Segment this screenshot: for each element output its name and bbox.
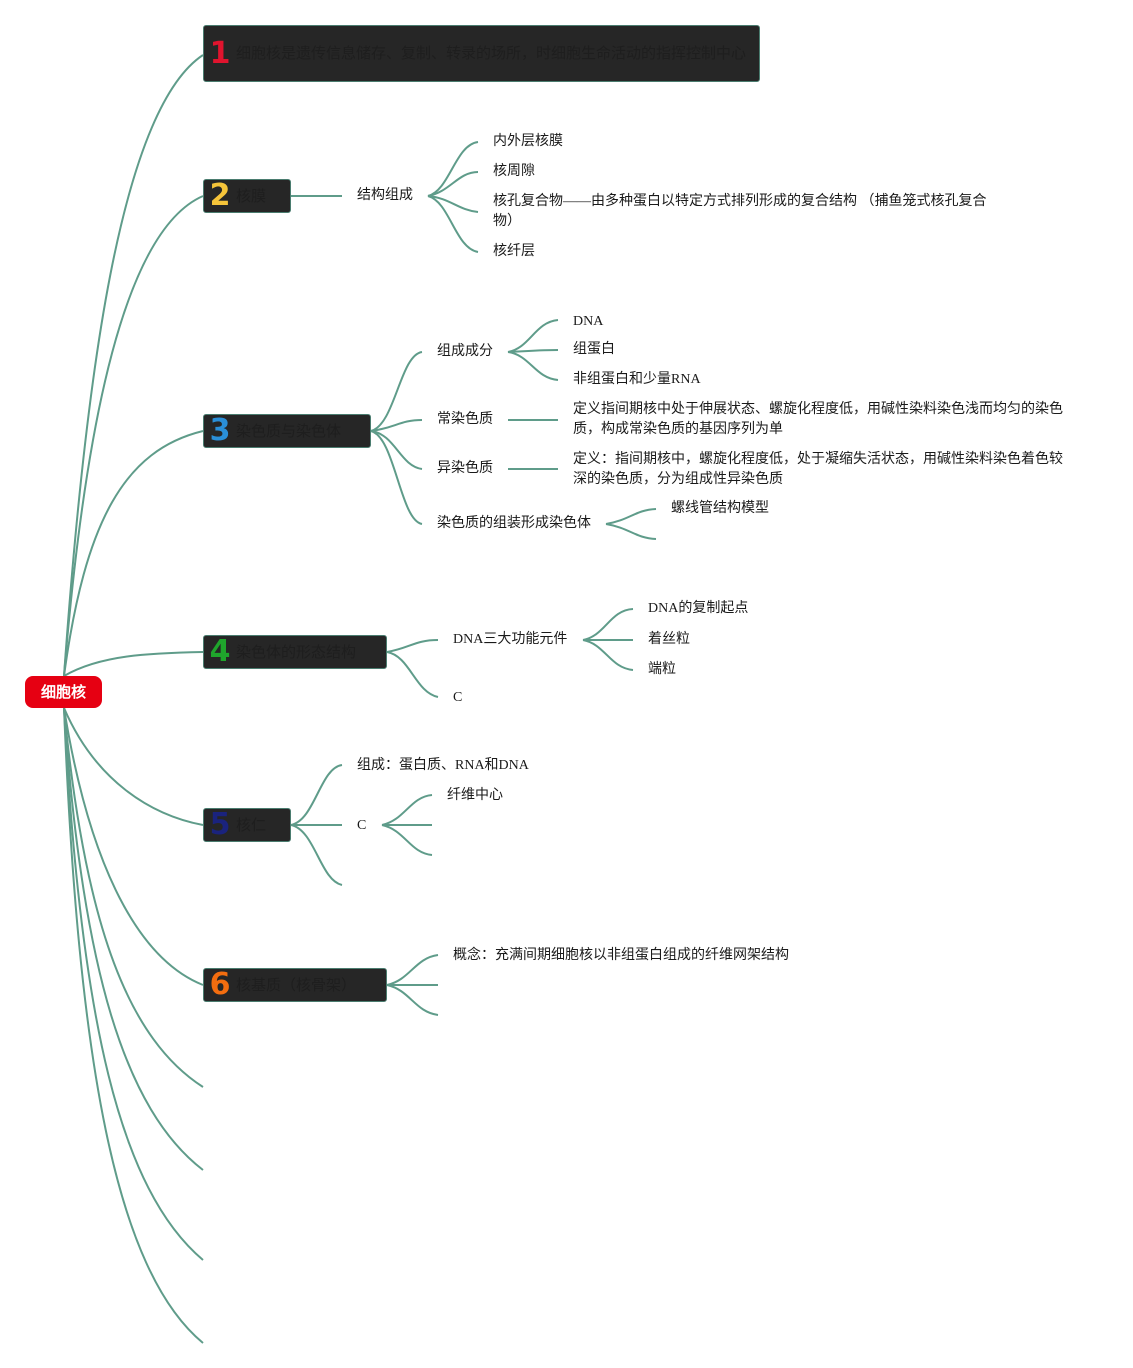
topic-2-label: 核膜 — [236, 186, 267, 205]
heterochromatin-node[interactable]: 异染色质 — [437, 461, 493, 476]
membrane-item[interactable]: 核周隙 — [493, 164, 535, 179]
root-link-1 — [63, 54, 204, 677]
components-node[interactable]: 组成成分 — [437, 344, 493, 359]
functional-elements-node[interactable]: DNA三大功能元件 — [453, 632, 568, 647]
component-item[interactable]: 组蛋白 — [573, 342, 615, 357]
topic-1-node[interactable]: 1 细胞核是遗传信息储存、复制、转录的场所，时细胞生命活动的指挥控制中心 — [203, 25, 760, 82]
assembly-node[interactable]: 染色质的组装形成染色体 — [437, 516, 591, 531]
structure-composition-node[interactable]: 结构组成 — [357, 188, 413, 203]
topic-2-node[interactable]: 2 核膜 — [203, 179, 291, 213]
nucleolus-item[interactable]: 纤维中心 — [447, 788, 503, 803]
euchromatin-node[interactable]: 常染色质 — [437, 412, 493, 427]
root-link-6 — [63, 707, 204, 986]
root-node[interactable]: 细胞核 — [25, 676, 102, 708]
element-item[interactable]: 着丝粒 — [648, 632, 690, 647]
root-link-7 — [63, 707, 204, 1088]
root-link-10 — [63, 707, 204, 1344]
root-link-4 — [63, 651, 204, 677]
element-item[interactable]: DNA的复制起点 — [648, 601, 749, 616]
topic-3-node[interactable]: 3 染色质与染色体 — [203, 414, 371, 448]
topic-4-label: 染色体的形态结构 — [236, 642, 357, 661]
root-link-9 — [63, 707, 204, 1261]
nucleolus-composition[interactable]: 组成：蛋白质、RNA和DNA — [357, 758, 529, 773]
euchromatin-definition[interactable]: 定义指间期核中处于伸展状态、螺旋化程度低，用碱性染料染色浅而均匀的染色质，构成常… — [573, 402, 1063, 437]
root-link-8 — [63, 707, 204, 1171]
root-link-2 — [63, 195, 204, 677]
number-2-badge: 2 — [209, 178, 231, 213]
element-item[interactable]: 端粒 — [648, 662, 676, 677]
root-link-3 — [63, 430, 204, 677]
topic-1-label: 细胞核是遗传信息储存、复制、转录的场所，时细胞生命活动的指挥控制中心 — [236, 44, 747, 62]
topic-6-node[interactable]: 6 核基质（核骨架） — [203, 968, 387, 1002]
membrane-item[interactable]: 核孔复合物——由多种蛋白以特定方式排列形成的复合结构 （捕鱼笼式核孔复合物） — [493, 194, 987, 229]
number-5-badge: 5 — [209, 807, 231, 842]
number-6-badge: 6 — [209, 967, 231, 1002]
number-3-badge: 3 — [209, 413, 231, 448]
nucleolus-other-node[interactable]: C — [357, 818, 367, 833]
topic-5-label: 核仁 — [236, 815, 267, 834]
topic-6-label: 核基质（核骨架） — [236, 975, 357, 994]
topic-3-label: 染色质与染色体 — [236, 421, 342, 440]
component-item[interactable]: 非组蛋白和少量RNA — [573, 372, 701, 387]
root-link-5 — [63, 707, 204, 826]
component-item[interactable]: DNA — [573, 314, 604, 329]
number-1-badge: 1 — [209, 35, 231, 71]
topic-4-node[interactable]: 4 染色体的形态结构 — [203, 635, 387, 669]
topic-5-node[interactable]: 5 核仁 — [203, 808, 291, 842]
heterochromatin-definition[interactable]: 定义：指间期核中，螺旋化程度低，处于凝缩失活状态，用碱性染料染色着色较深的染色质… — [573, 452, 1063, 487]
number-4-badge: 4 — [209, 634, 231, 669]
chromosome-other-node[interactable]: C — [453, 690, 463, 705]
assembly-item[interactable]: 螺线管结构模型 — [671, 501, 769, 516]
membrane-item[interactable]: 内外层核膜 — [493, 134, 563, 149]
membrane-item[interactable]: 核纤层 — [493, 244, 535, 259]
matrix-concept[interactable]: 概念：充满间期细胞核以非组蛋白组成的纤维网架结构 — [453, 948, 789, 963]
